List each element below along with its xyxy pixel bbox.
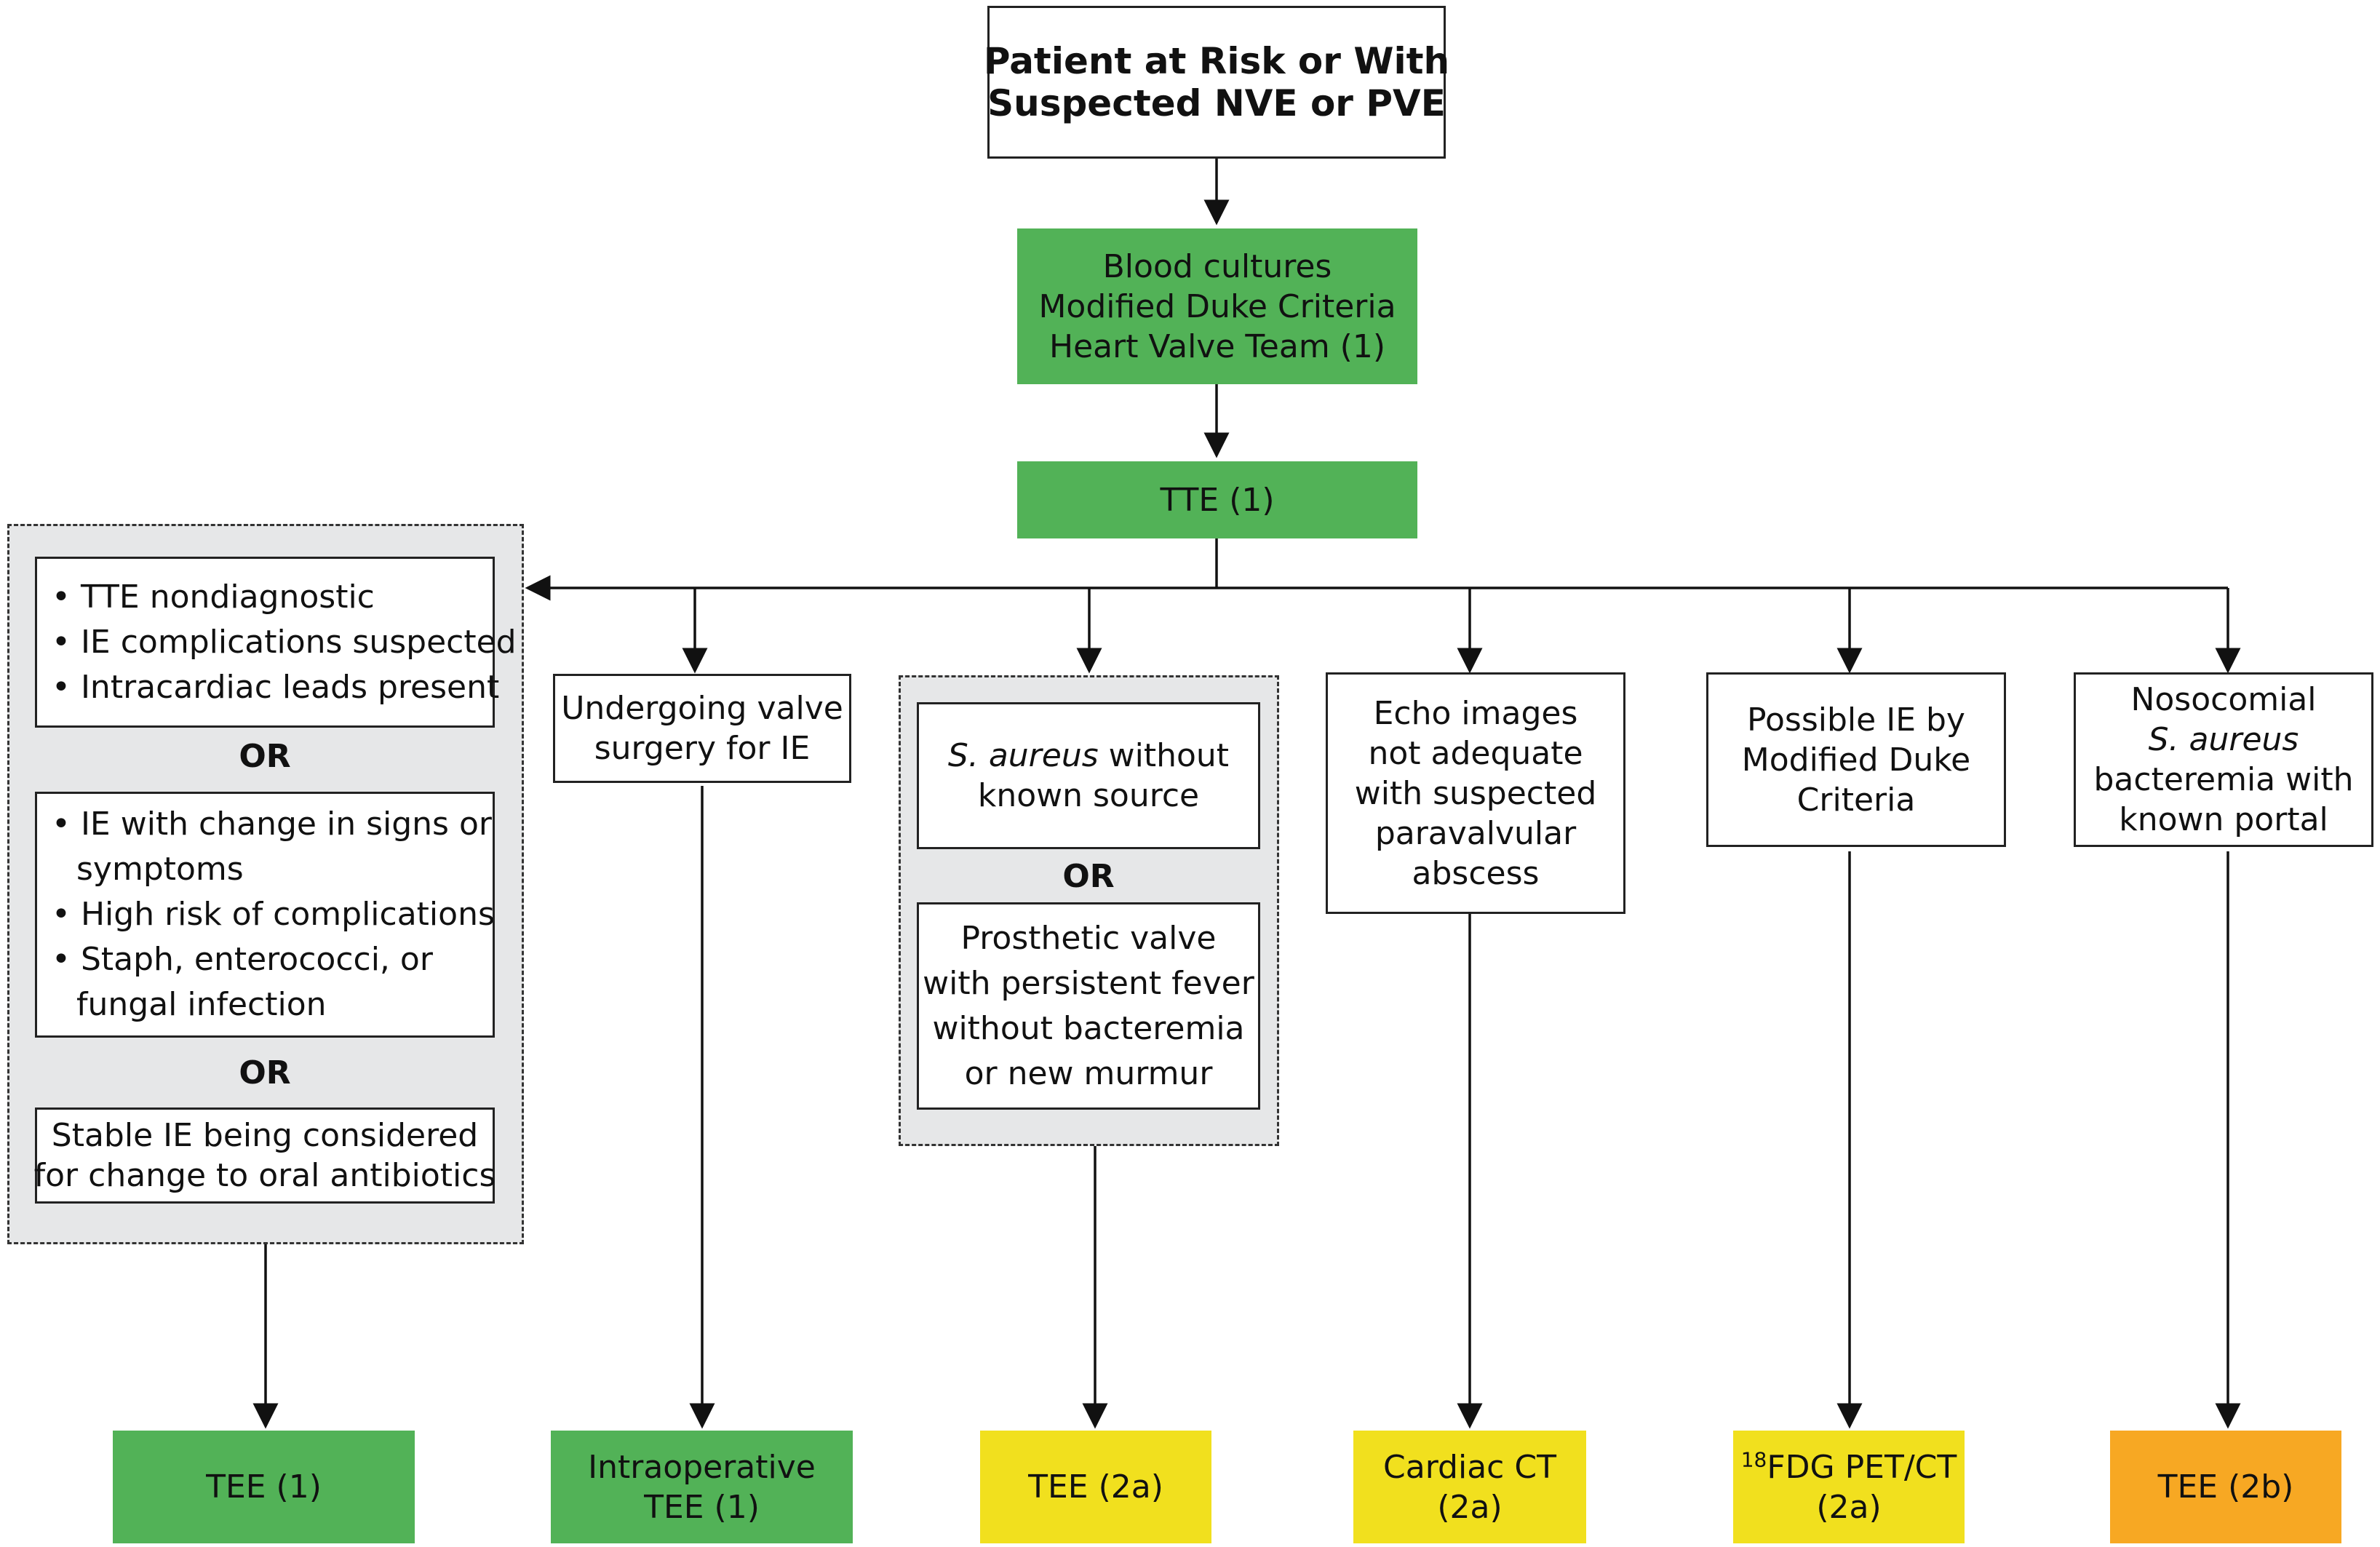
col3-b-line-2: with persistent fever xyxy=(923,964,1254,1002)
col5-outcome-cor: (2a) xyxy=(1816,1488,1882,1526)
blood-cultures-line-2: Modified Duke Criteria xyxy=(1038,287,1396,325)
col1-or-2: OR xyxy=(239,1054,291,1091)
col5-outcome-box: 18FDG PET/CT (2a) xyxy=(1733,1431,1965,1543)
col1-b-bullet-1: • IE with change in signs or xyxy=(52,806,492,843)
col3-a-line-1: S. aureus without xyxy=(948,736,1229,776)
col1-outcome-box: TEE (1) xyxy=(113,1431,415,1543)
col1-outcome-label: TEE (1) xyxy=(206,1468,322,1506)
col5-condition-line-3: Criteria xyxy=(1796,781,1916,819)
col3-or: OR xyxy=(1062,858,1115,895)
patient-at-risk-line-2: Suspected NVE or PVE xyxy=(987,82,1446,124)
col1-b-bullet-3-cont: fungal infection xyxy=(76,986,327,1023)
tte-label: TTE (1) xyxy=(1160,481,1275,519)
col1-b-bullet-2: • High risk of complications xyxy=(52,896,495,933)
col6-condition-line-1: Nosocomial xyxy=(2130,681,2317,718)
col1-a-bullet-2-text: IE complications suspected xyxy=(80,623,517,661)
col6-condition-line-4: known portal xyxy=(2119,801,2328,838)
blood-cultures-line-3: Heart Valve Team (1) xyxy=(1048,327,1386,365)
col3-box-b: Prosthetic valve with persistent fever w… xyxy=(917,902,1260,1110)
col2-outcome-line-1: Intraoperative xyxy=(588,1448,816,1486)
col3-b-line-3: without bacteremia xyxy=(932,1009,1245,1047)
col6-condition-species: S. aureus xyxy=(2148,721,2299,758)
col4-condition-line-5: abscess xyxy=(1412,854,1540,892)
col1-a-bullet-1: • TTE nondiagnostic xyxy=(52,578,375,616)
col3-a-line-2: known source xyxy=(977,777,1200,814)
col1-a-bullet-1-text: TTE nondiagnostic xyxy=(80,578,375,616)
col5-outcome-superscript: 18 xyxy=(1740,1447,1767,1471)
col4-condition-line-3: with suspected xyxy=(1354,774,1597,812)
col5-condition-line-2: Modified Duke xyxy=(1741,741,1971,779)
col2-condition-line-2: surgery for IE xyxy=(594,730,811,767)
col4-condition-line-1: Echo images xyxy=(1373,694,1578,732)
col1-or-1: OR xyxy=(239,738,291,775)
col4-condition-box: Echo images not adequate with suspected … xyxy=(1326,672,1625,914)
col1-a-bullet-3-text: Intracardiac leads present xyxy=(80,668,500,706)
col1-b-bullet-2-text: High risk of complications xyxy=(80,896,495,933)
col3-box-a: S. aureus without known source xyxy=(917,702,1260,849)
col2-outcome-line-2: TEE (1) xyxy=(644,1488,760,1526)
col4-outcome-box: Cardiac CT (2a) xyxy=(1353,1431,1586,1543)
col1-a-bullet-2: • IE complications suspected xyxy=(52,623,517,661)
blood-cultures-line-1: Blood cultures xyxy=(1102,247,1332,285)
col1-box-c: Stable IE being considered for change to… xyxy=(33,1107,496,1204)
col4-outcome-line-2: (2a) xyxy=(1437,1488,1503,1526)
blood-cultures-box: Blood cultures Modified Duke Criteria He… xyxy=(1017,228,1417,384)
col4-outcome-line-1: Cardiac CT xyxy=(1383,1448,1556,1486)
col1-b-bullet-1-text: IE with change in signs or xyxy=(80,806,492,843)
col1-box-b: • IE with change in signs or symptoms • … xyxy=(35,792,495,1038)
col2-condition-line-1: Undergoing valve xyxy=(561,690,843,727)
col4-condition-line-2: not adequate xyxy=(1368,734,1583,772)
col3-outcome-box: TEE (2a) xyxy=(980,1431,1211,1543)
col1-b-bullet-3-text: Staph, enterococci, or xyxy=(80,941,433,978)
patient-at-risk-line-1: Patient at Risk or With xyxy=(983,40,1450,82)
col2-outcome-box: Intraoperative TEE (1) xyxy=(551,1431,853,1543)
col5-outcome-main: FDG PET/CT xyxy=(1767,1448,1957,1486)
col1-b-bullet-1-cont: symptoms xyxy=(76,851,244,888)
patient-at-risk-box: Patient at Risk or With Suspected NVE or… xyxy=(983,6,1450,159)
col1-c-line-1: Stable IE being considered xyxy=(51,1117,479,1154)
col5-condition-line-1: Possible IE by xyxy=(1747,701,1965,739)
col1-b-bullet-3: • Staph, enterococci, or xyxy=(52,941,433,978)
col6-outcome-box: TEE (2b) xyxy=(2110,1431,2341,1543)
tte-box: TTE (1) xyxy=(1017,461,1417,538)
col3-a-species: S. aureus xyxy=(947,737,1099,774)
col6-outcome-label: TEE (2b) xyxy=(2157,1468,2294,1506)
col6-condition-box: Nosocomial S. aureus bacteremia with kno… xyxy=(2074,672,2373,847)
col1-box-a: • TTE nondiagnostic • IE complications s… xyxy=(35,557,517,728)
col3-b-line-4: or new murmur xyxy=(964,1054,1213,1092)
col1-a-bullet-3: • Intracardiac leads present xyxy=(52,668,500,706)
col3-a-rest: without xyxy=(1098,737,1230,774)
col2-condition-box: Undergoing valve surgery for IE xyxy=(553,674,851,783)
col3-b-line-1: Prosthetic valve xyxy=(960,919,1217,957)
col6-condition-line-3: bacteremia with xyxy=(2093,761,2354,798)
col5-condition-box: Possible IE by Modified Duke Criteria xyxy=(1706,672,2006,847)
col4-condition-line-4: paravalvular xyxy=(1374,814,1577,852)
col3-outcome-label: TEE (2a) xyxy=(1028,1468,1163,1506)
col5-outcome-line-1: 18FDG PET/CT xyxy=(1741,1447,1957,1487)
col1-c-line-2: for change to oral antibiotics xyxy=(33,1157,496,1194)
